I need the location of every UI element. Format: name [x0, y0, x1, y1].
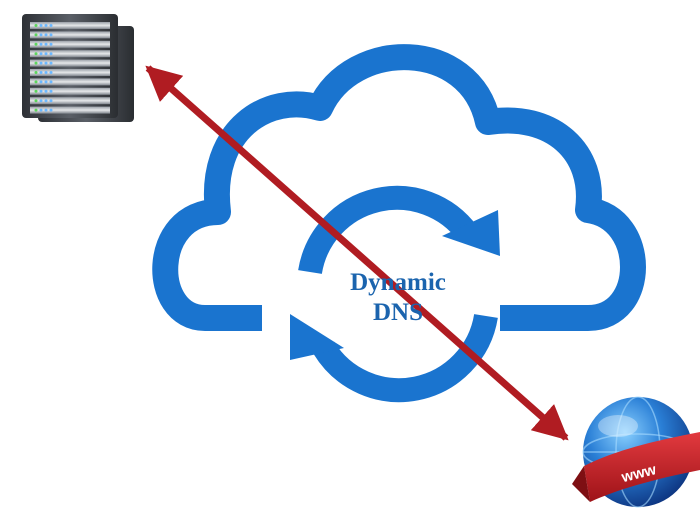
- server-led: [34, 33, 38, 37]
- server-led: [39, 52, 43, 56]
- server-unit: [30, 40, 110, 48]
- server-led: [49, 99, 53, 103]
- server-led: [39, 61, 43, 65]
- server-led: [49, 61, 53, 65]
- server-led: [34, 89, 38, 93]
- server-led: [49, 71, 53, 74]
- server-led: [44, 33, 48, 37]
- server-led: [49, 33, 53, 37]
- diagram-label-line1: Dynamic: [350, 269, 446, 296]
- server-led: [34, 52, 38, 56]
- server-led: [39, 24, 43, 27]
- server-led: [39, 71, 43, 74]
- server-rack-icon: [22, 14, 134, 122]
- server-led: [39, 108, 43, 112]
- server-led: [34, 108, 38, 112]
- diagram-label-line2: DNS: [373, 299, 423, 326]
- server-unit: [30, 87, 110, 95]
- server-unit: [30, 59, 110, 67]
- server-unit: [30, 50, 110, 58]
- server-unit: [30, 106, 110, 114]
- server-led: [34, 61, 38, 65]
- server-led: [44, 61, 48, 65]
- server-unit: [30, 78, 110, 86]
- server-led: [44, 99, 48, 103]
- server-led: [34, 99, 38, 103]
- server-unit: [30, 97, 110, 105]
- server-unit: [30, 31, 110, 39]
- server-unit: [30, 69, 110, 76]
- server-led: [44, 80, 48, 84]
- server-led: [44, 24, 48, 27]
- server-led: [49, 89, 53, 93]
- server-led: [44, 52, 48, 56]
- server-led: [49, 52, 53, 56]
- connection-arrow: [145, 65, 569, 441]
- server-led: [44, 108, 48, 112]
- server-led: [34, 71, 38, 74]
- server-led: [49, 108, 53, 112]
- server-led: [44, 42, 48, 46]
- server-led: [39, 99, 43, 103]
- server-led: [49, 42, 53, 46]
- server-unit: [30, 22, 110, 29]
- server-led: [39, 33, 43, 37]
- server-led: [49, 24, 53, 27]
- server-led: [44, 71, 48, 74]
- server-led: [49, 80, 53, 84]
- server-led: [34, 24, 38, 27]
- server-led: [34, 42, 38, 46]
- server-led: [39, 80, 43, 84]
- server-led: [44, 89, 48, 93]
- www-globe-icon: www: [572, 396, 700, 508]
- server-led: [39, 42, 43, 46]
- server-led: [34, 80, 38, 84]
- server-led: [39, 89, 43, 93]
